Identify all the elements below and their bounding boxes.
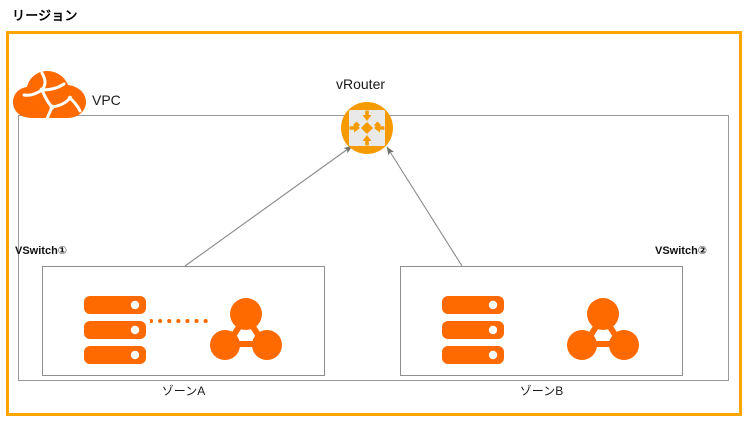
- vswitch-2-label: VSwitch②: [655, 245, 708, 257]
- zone-b-label: ゾーンB: [519, 384, 564, 398]
- vrouter-label: vRouter: [336, 76, 386, 92]
- server-stack-icon: [442, 296, 504, 364]
- cloud-icon: [13, 71, 86, 120]
- zone-a-label: ゾーンA: [161, 384, 206, 398]
- server-stack-icon: [84, 296, 146, 364]
- vpc-label: VPC: [92, 92, 121, 108]
- region-title: リージョン: [12, 8, 78, 23]
- router-icon: [341, 102, 393, 154]
- cluster-nodes-icon: [210, 298, 282, 360]
- region-container: [6, 31, 742, 416]
- vswitch-1-label: VSwitch①: [15, 245, 68, 257]
- dotted-link-zone-a: [150, 319, 212, 323]
- cluster-nodes-icon: [567, 298, 639, 360]
